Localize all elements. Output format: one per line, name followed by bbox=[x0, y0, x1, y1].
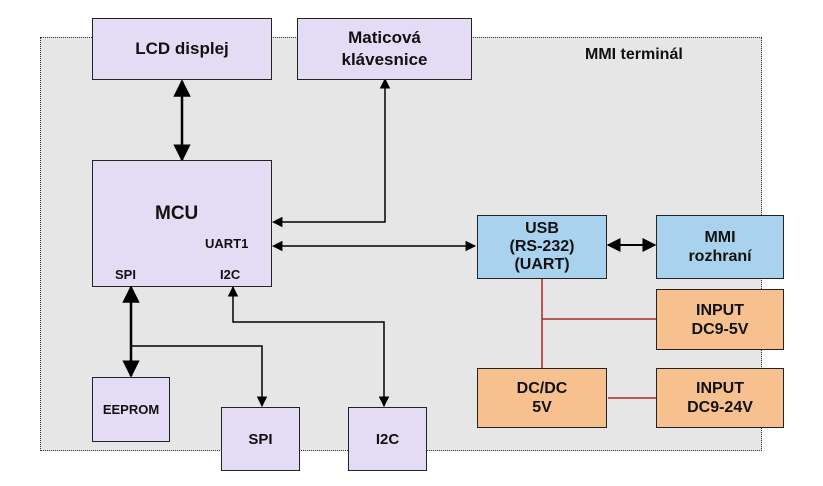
region-label: MMI terminál bbox=[585, 46, 683, 63]
eeprom-block: EEPROM bbox=[92, 377, 170, 442]
wire-keypad-mcu bbox=[271, 77, 391, 228]
mcu-i2c-port: I2C bbox=[220, 267, 241, 282]
input-dc9-24v-block: INPUT DC9-24V bbox=[656, 368, 784, 428]
usb-block: USB (RS-232) (UART) bbox=[477, 215, 607, 279]
mcu-spi-port: SPI bbox=[115, 267, 136, 282]
lcd-display-block: LCD displej bbox=[92, 18, 272, 80]
mcu-label: MCU bbox=[155, 203, 199, 224]
i2c-block: I2C bbox=[348, 407, 427, 471]
mcu-block: MCU UART1 SPI I2C bbox=[92, 160, 272, 287]
dcdc-block: DC/DC 5V bbox=[477, 368, 607, 428]
mcu-uart-port: UART1 bbox=[205, 236, 249, 251]
mmi-interface-block: MMI rozhraní bbox=[656, 215, 784, 279]
keypad-block: Maticová klávesnice bbox=[297, 18, 472, 80]
spi-block: SPI bbox=[221, 407, 300, 471]
wire-i2c bbox=[227, 285, 390, 408]
input-dc9-5v-block: INPUT DC9-5V bbox=[656, 289, 784, 350]
